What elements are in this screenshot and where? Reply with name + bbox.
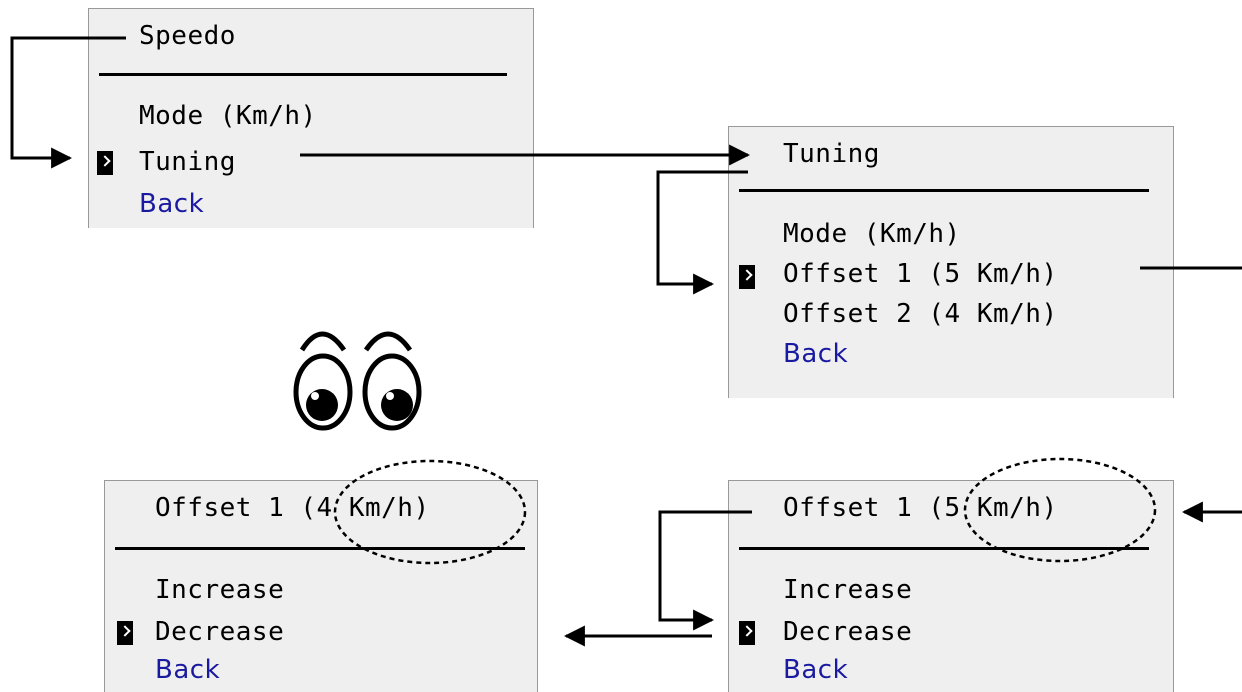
menu-item-tuning[interactable]: Tuning — [139, 147, 236, 177]
menu-item-mode[interactable]: Mode (Km/h) — [139, 101, 317, 131]
menu-item-back[interactable]: Back — [783, 339, 849, 369]
menu-item-offset-1[interactable]: Offset 1 (5 Km/h) — [783, 259, 1058, 289]
screen-title: Offset 1 (4 Km/h) — [155, 493, 430, 523]
value-highlight-ellipse — [333, 459, 527, 565]
menu-item-increase[interactable]: Increase — [783, 575, 913, 605]
menu-item-increase[interactable]: Increase — [155, 575, 285, 605]
lcd-screen-speedo: Speedo Mode (Km/h) Tuning Back — [88, 8, 534, 228]
connector-speedo-loop — [10, 36, 126, 169]
selection-cursor-icon — [97, 151, 113, 175]
screen-title: Offset 1 (5 Km/h) — [783, 493, 1058, 523]
screen-title: Speedo — [139, 21, 236, 51]
menu-item-mode[interactable]: Mode (Km/h) — [783, 219, 961, 249]
title-divider — [99, 73, 507, 76]
selection-cursor-icon — [739, 265, 755, 289]
menu-item-back[interactable]: Back — [155, 655, 221, 685]
selection-cursor-icon — [117, 621, 133, 645]
title-divider — [115, 547, 525, 550]
screen-title: Tuning — [783, 139, 880, 169]
connector-tuning-loop — [656, 170, 748, 295]
menu-item-back[interactable]: Back — [783, 655, 849, 685]
lcd-screen-offset-after: Offset 1 (4 Km/h) Increase Decrease Back — [104, 480, 538, 692]
googly-eyes-icon — [293, 331, 422, 431]
connector-offset-loop — [658, 510, 752, 631]
lcd-screen-tuning: Tuning Mode (Km/h) Offset 1 (5 Km/h) Off… — [728, 126, 1174, 398]
menu-item-decrease[interactable]: Decrease — [783, 617, 913, 647]
title-divider — [739, 547, 1149, 550]
selection-cursor-icon — [739, 621, 755, 645]
menu-item-offset-2[interactable]: Offset 2 (4 Km/h) — [783, 299, 1058, 329]
value-highlight-ellipse — [963, 457, 1157, 563]
title-divider — [739, 189, 1149, 192]
lcd-screen-offset-before: Offset 1 (5 Km/h) Increase Decrease Back — [728, 480, 1174, 692]
menu-item-decrease[interactable]: Decrease — [155, 617, 285, 647]
menu-item-back[interactable]: Back — [139, 189, 205, 219]
